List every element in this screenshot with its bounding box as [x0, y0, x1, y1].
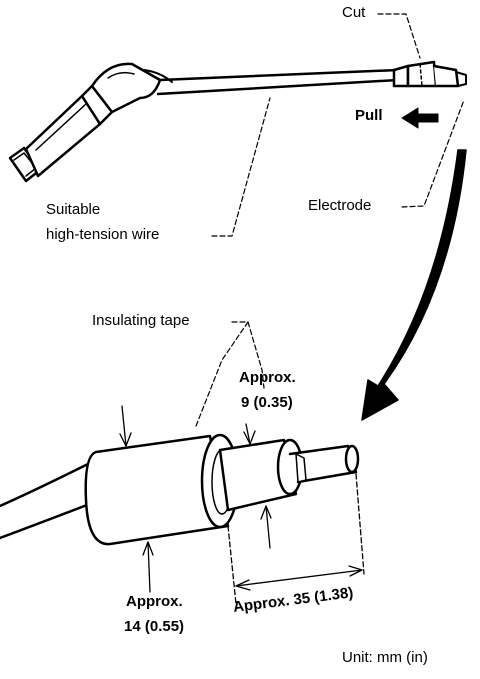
spark-plug-boot: [8, 62, 173, 183]
electrode-leader-line: [401, 99, 465, 208]
unit-label: Unit: mm (in): [342, 649, 428, 666]
wire-conductor-core: [288, 444, 360, 484]
dimension-35: [227, 473, 365, 605]
tape-leader-2: [247, 321, 265, 389]
pull-label: Pull: [355, 107, 383, 124]
dimension-14: [119, 405, 154, 593]
approx9-label-line1: Approx.: [239, 369, 296, 386]
approx9-label-line2: 9 (0.35): [241, 394, 293, 411]
cut-label: Cut: [342, 4, 366, 21]
curved-transition-arrow: [361, 149, 467, 421]
insulating-tape-label: Insulating tape: [92, 312, 190, 329]
wire-leader-line: [211, 97, 271, 237]
electrode-label: Electrode: [308, 197, 372, 214]
approx14-label-line1: Approx.: [126, 593, 183, 610]
wire-label-line2: high-tension wire: [46, 226, 160, 243]
dimension-9: [243, 423, 272, 549]
electrode-assembly: [377, 13, 467, 88]
insulating-tape-sleeve: [84, 433, 240, 546]
tape-inner-layer: [218, 438, 304, 512]
pull-arrow: [401, 107, 439, 129]
wire-label-line1: Suitable: [46, 201, 101, 218]
approx14-label-line2: 14 (0.55): [124, 618, 185, 635]
tape-leader-1: [195, 321, 249, 427]
high-tension-wire: [156, 68, 400, 96]
